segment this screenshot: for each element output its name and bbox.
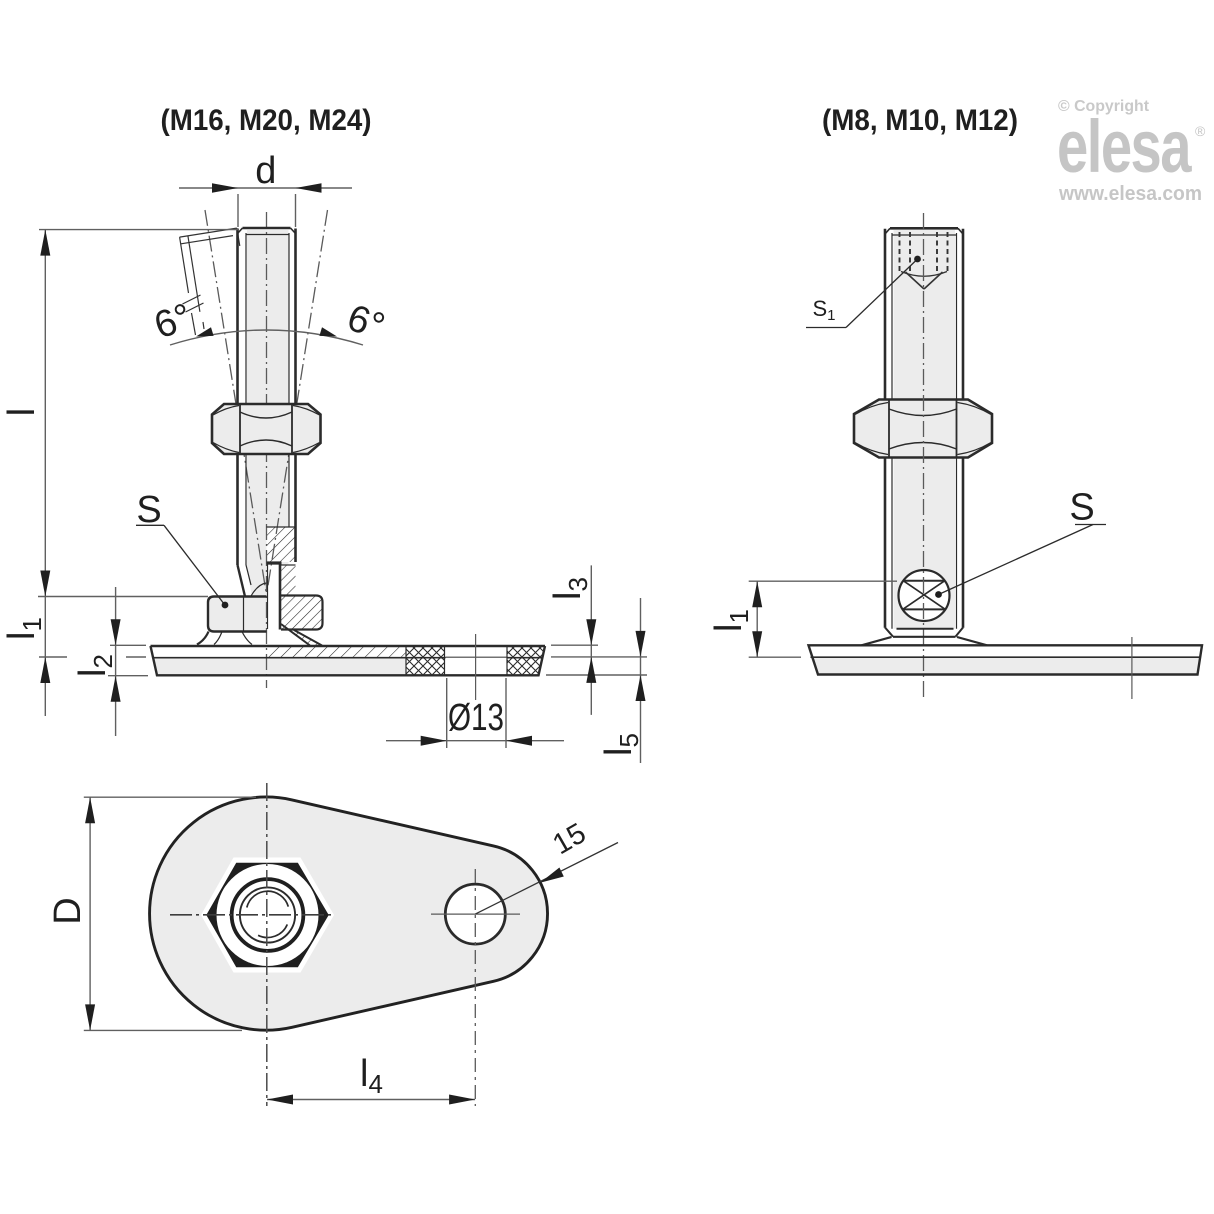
svg-text:l1: l1 [1,617,47,640]
svg-text:l3: l3 [547,577,593,600]
svg-text:®: ® [1195,123,1206,139]
svg-text:elesa: elesa [1057,105,1192,188]
svg-text:l5: l5 [598,733,644,756]
svg-text:l1: l1 [708,609,754,632]
svg-text:(M16, M20, M24): (M16, M20, M24) [161,104,372,137]
svg-text:Ø13: Ø13 [448,697,504,739]
svg-text:S: S [1069,487,1094,529]
svg-text:D: D [47,897,89,924]
svg-text:d: d [255,150,276,192]
svg-text:S1: S1 [812,296,835,324]
svg-text:l4: l4 [360,1053,383,1099]
svg-text:www.elesa.com: www.elesa.com [1058,183,1202,205]
svg-text:(M8, M10, M12): (M8, M10, M12) [822,104,1018,137]
svg-text:S: S [136,489,161,531]
svg-text:© Copyright: © Copyright [1058,98,1149,115]
svg-text:l2: l2 [72,654,118,677]
svg-text:l: l [1,408,43,416]
